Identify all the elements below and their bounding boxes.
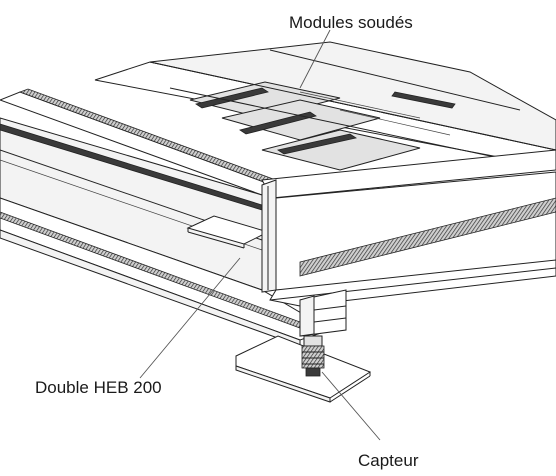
leader-sensor bbox=[321, 371, 381, 441]
label-double-heb-200: Double HEB 200 bbox=[35, 378, 162, 397]
leader-beam bbox=[139, 257, 241, 379]
welded-modules-frame bbox=[94, 41, 556, 171]
support-jack bbox=[235, 289, 372, 403]
double-heb-200-beam bbox=[0, 88, 332, 347]
leader-modules bbox=[299, 29, 331, 89]
label-capteur: Capteur bbox=[358, 451, 419, 470]
label-modules-soudes: Modules soudés bbox=[289, 13, 413, 32]
front-main-beam bbox=[261, 149, 556, 307]
leader-lines bbox=[139, 29, 381, 441]
